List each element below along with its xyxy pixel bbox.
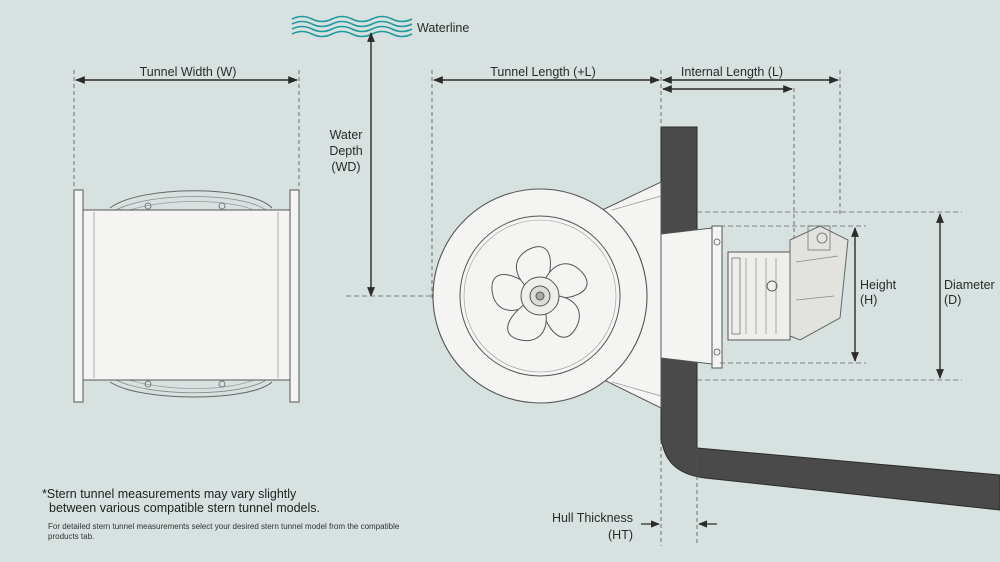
water-wave-icon: [291, 15, 413, 23]
hull-section: [660, 126, 1000, 511]
disclaimer-line2: between various compatible stern tunnel …: [49, 501, 320, 515]
tunnel-length-dimension: Tunnel Length (+L): [431, 65, 662, 300]
water-depth-label-line1: Water: [330, 128, 363, 142]
tunnel-rear-ring: [109, 190, 273, 398]
tunnel-width-label: Tunnel Width (W): [140, 65, 237, 79]
detail-note: For detailed stern tunnel measurements s…: [48, 522, 400, 541]
tunnel-front-view: [73, 189, 300, 403]
tunnel-body: [81, 209, 291, 381]
water-depth-dimension: Water Depth (WD): [329, 32, 540, 297]
tunnel-left-flange: [73, 189, 84, 403]
diameter-dimension: Diameter (D): [697, 211, 995, 381]
disclaimer-line1: *Stern tunnel measurements may vary slig…: [42, 487, 297, 501]
tunnel-right-flange: [289, 189, 300, 403]
hull-thickness-label-line1: Hull Thickness: [552, 511, 633, 525]
motor-body: [727, 251, 791, 341]
height-label-line2: (H): [860, 293, 877, 307]
tunnel-length-label: Tunnel Length (+L): [490, 65, 596, 79]
measurement-disclaimer: *Stern tunnel measurements may vary slig…: [42, 487, 482, 515]
diameter-label-line1: Diameter: [944, 278, 995, 292]
diameter-label-line2: (D): [944, 293, 961, 307]
motor-head: [789, 225, 849, 341]
water-depth-label-line2: Depth: [329, 144, 362, 158]
internal-length-label: Internal Length (L): [681, 65, 783, 79]
water-depth-label-line3: (WD): [331, 160, 360, 174]
waterline-indicator: Waterline: [291, 15, 469, 38]
motor-flange: [660, 227, 713, 365]
tunnel-side-view: [432, 181, 849, 409]
height-dimension: Height (H): [720, 225, 897, 364]
waterline-label: Waterline: [417, 21, 469, 35]
internal-length-dimension: Internal Length (L): [662, 65, 841, 250]
tunnel-width-dimension: Tunnel Width (W): [73, 65, 300, 188]
height-label-line1: Height: [860, 278, 897, 292]
hull-thickness-dimension: Hull Thickness (HT): [552, 440, 717, 546]
hull-thickness-label-line2: (HT): [608, 528, 633, 542]
propeller-icon: [491, 246, 588, 342]
